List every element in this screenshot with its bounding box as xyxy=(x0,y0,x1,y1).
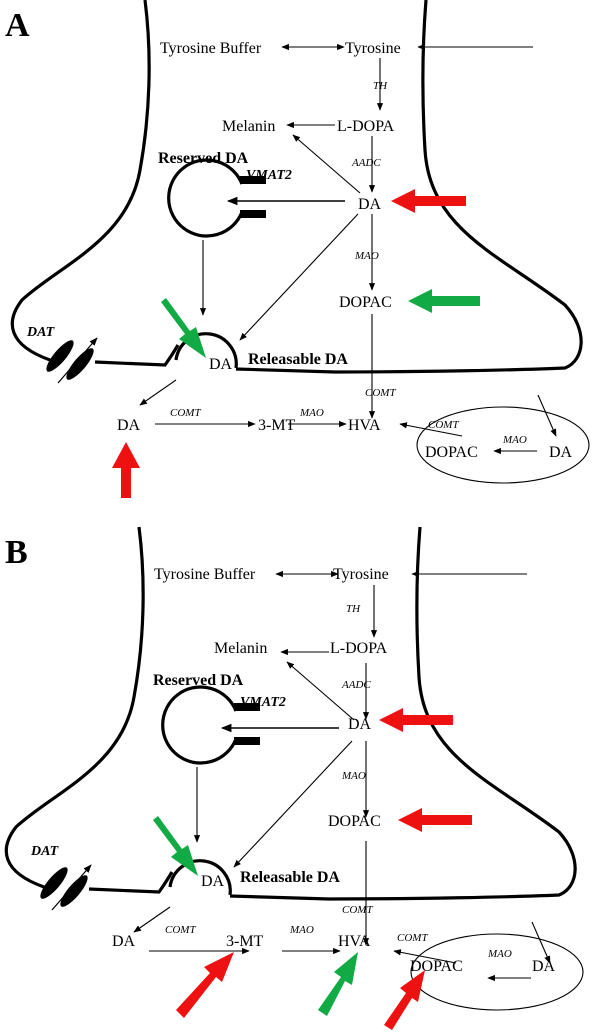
vesicle-da-label: DA xyxy=(209,356,233,373)
mao-enzyme-label-1: MAO xyxy=(354,250,379,262)
green-arrow-hva xyxy=(318,952,358,1016)
panel-a-letter: A xyxy=(5,7,30,44)
tyrosine-buffer-label: Tyrosine Buffer xyxy=(154,566,256,583)
hva-label: HVA xyxy=(348,417,381,434)
cytosolic-da-label: DA xyxy=(358,196,382,213)
dopac-label: DOPAC xyxy=(339,294,392,311)
aadc-enzyme-label: AADC xyxy=(341,679,371,691)
dat-label: DAT xyxy=(30,844,60,859)
red-arrow-glial-dopac xyxy=(384,970,425,1030)
dat-label: DAT xyxy=(26,325,56,340)
mao-enzyme-label-3: MAO xyxy=(487,948,512,960)
glial-dopac-label: DOPAC xyxy=(410,958,463,975)
mao-enzyme-label-2: MAO xyxy=(289,924,314,936)
aadc-enzyme-label: AADC xyxy=(351,157,381,169)
l-dopa-label: L-DOPA xyxy=(330,640,388,657)
th-enzyme-label: TH xyxy=(373,80,388,92)
releasable-da-label: Releasable DA xyxy=(240,869,340,886)
comt-enzyme-label-2: COMT xyxy=(165,924,196,936)
glial-da-label: DA xyxy=(549,444,573,461)
reserved-da-label: Reserved DA xyxy=(153,672,244,689)
glial-dopac-label: DOPAC xyxy=(425,444,478,461)
glial-da-label: DA xyxy=(532,958,556,975)
vmat2-label: VMAT2 xyxy=(240,695,286,710)
mao-enzyme-label-3: MAO xyxy=(502,434,527,446)
tyrosine-label: Tyrosine xyxy=(345,40,401,57)
l-dopa-label: L-DOPA xyxy=(337,118,395,135)
vesicle-da-label: DA xyxy=(201,873,225,890)
red-arrow-dopac xyxy=(398,808,472,832)
green-arrow-releasable-da xyxy=(153,816,198,876)
cytosolic-da-label: DA xyxy=(348,716,372,733)
melanin-label: Melanin xyxy=(222,118,275,135)
comt-enzyme-label-1: COMT xyxy=(342,904,373,916)
hva-label: HVA xyxy=(338,933,371,950)
panel-b: B Tyrosine Buffer Tyrosine L-DOPA Melani… xyxy=(5,527,583,1030)
mao-enzyme-label-1: MAO xyxy=(341,770,366,782)
tyrosine-buffer-label: Tyrosine Buffer xyxy=(160,40,262,57)
red-arrow-synaptic-da xyxy=(112,442,140,498)
synaptic-da-label: DA xyxy=(117,417,141,434)
dopac-label: DOPAC xyxy=(328,813,381,830)
melanin-label: Melanin xyxy=(214,640,267,657)
red-arrow-3-mt xyxy=(176,952,234,1018)
green-arrow-dopac xyxy=(408,289,480,313)
panel-b-letter: B xyxy=(5,534,28,571)
3-mt-label: 3-MT xyxy=(258,417,296,434)
synaptic-da-label: DA xyxy=(112,933,136,950)
reserved-da-label: Reserved DA xyxy=(158,150,249,167)
mao-enzyme-label-2: MAO xyxy=(299,407,324,419)
comt-enzyme-label-3: COMT xyxy=(397,932,428,944)
panel-a: A Tyrosine Buffer Tyrosine L-DOPA Melani… xyxy=(5,0,589,498)
comt-enzyme-label-1: COMT xyxy=(365,387,396,399)
3-mt-label: 3-MT xyxy=(226,933,264,950)
tyrosine-label: Tyrosine xyxy=(333,566,389,583)
red-arrow-cytosolic-da xyxy=(391,189,466,213)
vmat2-label: VMAT2 xyxy=(246,168,292,183)
red-arrow-cytosolic-da xyxy=(379,708,453,732)
comt-enzyme-label-2: COMT xyxy=(170,407,201,419)
th-enzyme-label: TH xyxy=(346,603,361,615)
green-arrow-releasable-da xyxy=(161,298,206,358)
releasable-da-label: Releasable DA xyxy=(248,351,348,368)
comt-enzyme-label-3: COMT xyxy=(428,419,459,431)
